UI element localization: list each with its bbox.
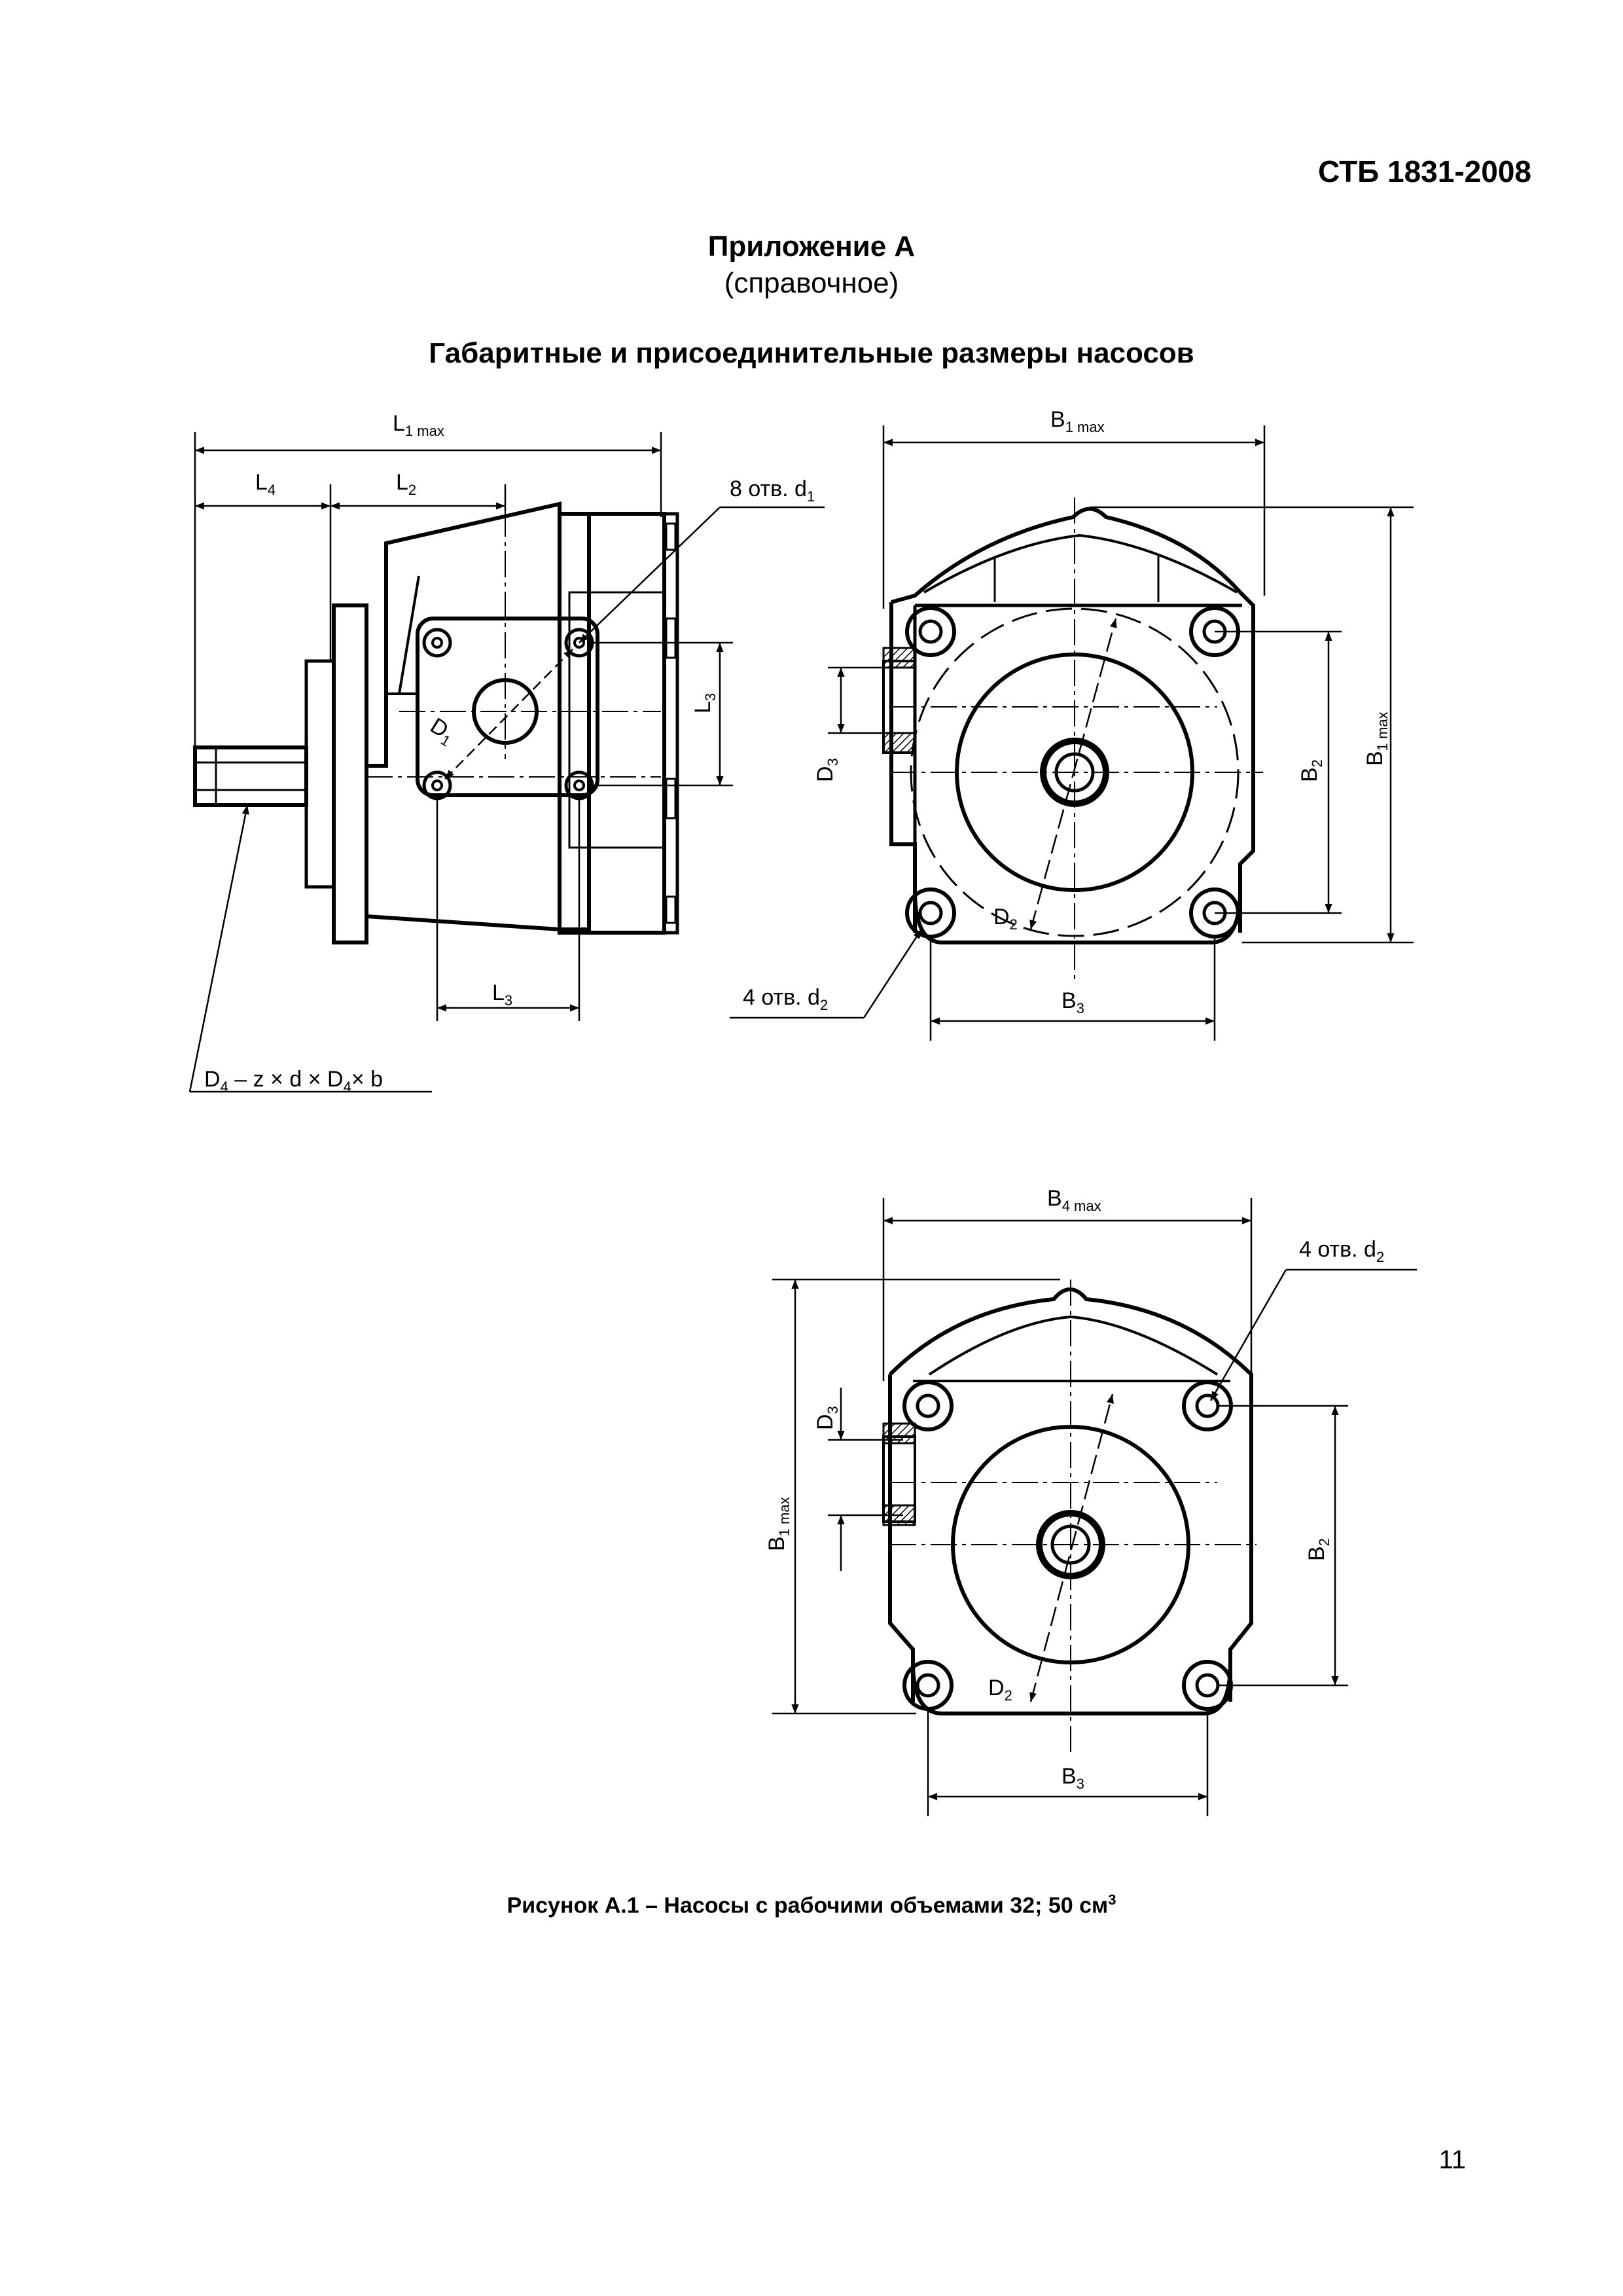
front-view-2-dimensions bbox=[772, 1198, 1417, 1816]
svg-text:L2: L2 bbox=[396, 470, 416, 498]
document-code: СТБ 1831-2008 bbox=[1318, 154, 1531, 188]
hub bbox=[304, 659, 336, 889]
figure-caption: Рисунок А.1 – Насосы с рабочими объемами… bbox=[0, 1892, 1623, 1918]
svg-text:4 отв. d2: 4 отв. d2 bbox=[743, 985, 828, 1013]
figure-caption-text: Рисунок А.1 – Насосы с рабочими объемами… bbox=[507, 1893, 1109, 1918]
section-title: Габаритные и присоединительные размеры н… bbox=[429, 337, 1194, 369]
svg-text:B3: B3 bbox=[1061, 988, 1084, 1016]
svg-text:B1 max: B1 max bbox=[764, 1497, 793, 1551]
side-view-dimensions bbox=[188, 432, 825, 1093]
figure-caption-sup: 3 bbox=[1108, 1892, 1116, 1908]
pump-body bbox=[366, 501, 591, 931]
front-view-2 bbox=[882, 1280, 1257, 1754]
svg-text:D2: D2 bbox=[988, 1676, 1012, 1704]
svg-text:L4: L4 bbox=[255, 470, 276, 498]
svg-text:B3: B3 bbox=[1061, 1764, 1084, 1792]
svg-text:L1 max: L1 max bbox=[393, 411, 444, 439]
svg-text:8 отв. d1: 8 отв. d1 bbox=[730, 476, 815, 505]
mounting-flange bbox=[332, 603, 368, 944]
appendix-subtitle: (справочное) bbox=[724, 267, 899, 299]
side-view bbox=[193, 501, 679, 944]
svg-text:4 отв. d2: 4 отв. d2 bbox=[1299, 1237, 1384, 1265]
svg-text:B4 max: B4 max bbox=[1047, 1186, 1101, 1214]
front-view-2-labels: B4 max B1 max B2 B3 D2 D3 4 отв. d2 bbox=[764, 1186, 1384, 1792]
svg-text:D1: D1 bbox=[424, 713, 459, 750]
front-view-1-dimensions bbox=[730, 425, 1414, 1041]
svg-text:L3: L3 bbox=[492, 980, 512, 1009]
svg-text:D3: D3 bbox=[813, 758, 841, 782]
svg-text:D4 – z × d × D4× b: D4 – z × d × D4× b bbox=[204, 1067, 383, 1095]
svg-text:D3: D3 bbox=[813, 1406, 841, 1430]
svg-text:L3: L3 bbox=[690, 693, 719, 713]
port-flange bbox=[416, 617, 599, 797]
front-view-1 bbox=[882, 497, 1263, 982]
svg-text:B2: B2 bbox=[1297, 759, 1325, 782]
appendix-title: Приложение А bbox=[707, 230, 916, 262]
svg-text:D2: D2 bbox=[993, 905, 1018, 933]
side-view-labels: L1 max L4 L2 L3 L3 D1 8 отв. d1 D4 – z ×… bbox=[204, 411, 815, 1095]
svg-text:B1 max: B1 max bbox=[1363, 711, 1391, 766]
svg-text:B2: B2 bbox=[1304, 1538, 1332, 1561]
front-body-outline bbox=[889, 507, 1255, 933]
page-number: 11 bbox=[1438, 2145, 1466, 2174]
svg-text:B1 max: B1 max bbox=[1050, 407, 1105, 435]
shaft bbox=[193, 745, 308, 807]
front-view-1-labels: B1 max B1 max B2 B3 D2 D3 4 отв. d2 bbox=[743, 407, 1391, 1016]
